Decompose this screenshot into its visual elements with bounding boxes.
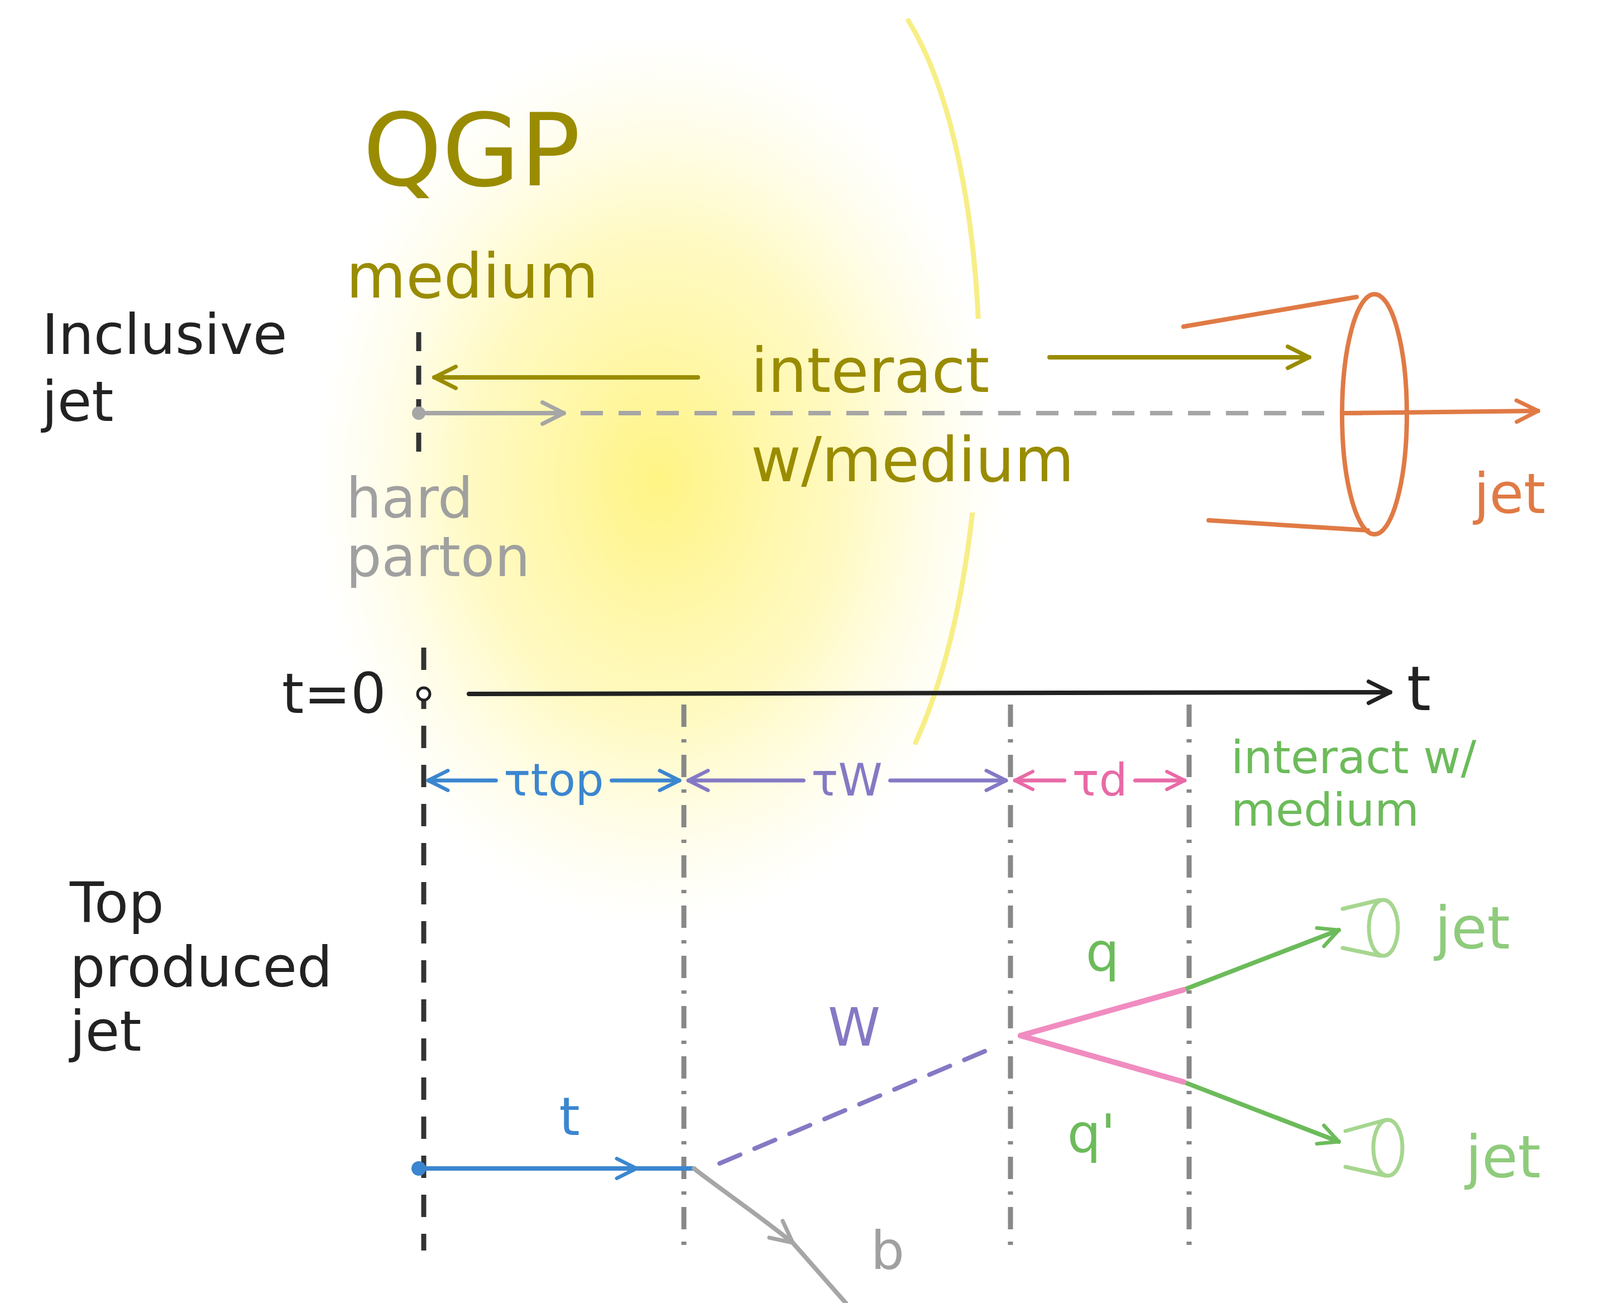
time-axis xyxy=(468,692,1391,694)
jet-cone xyxy=(1368,899,1398,956)
region-label: QGP xyxy=(362,100,581,201)
jet-label: jet xyxy=(1465,1122,1541,1193)
interval-label: τW xyxy=(811,753,883,808)
axis-origin-label: t=0 xyxy=(281,660,387,728)
particle-label: W xyxy=(827,995,881,1060)
quark-line xyxy=(1183,930,1339,990)
time-marker xyxy=(1186,704,1192,1251)
jet-cone xyxy=(1345,1166,1386,1176)
particle-label: b xyxy=(870,1218,905,1283)
jet-arrow xyxy=(1345,410,1539,414)
interaction-label: interact w/ medium xyxy=(1230,731,1499,837)
particle-label: q xyxy=(1085,920,1120,984)
b-quark-line xyxy=(693,1168,793,1243)
interval-arrow xyxy=(688,778,804,783)
interval-arrow xyxy=(611,778,680,783)
w-boson-line xyxy=(719,1051,985,1164)
row-label: Inclusive jet xyxy=(41,301,305,436)
interval-arrow xyxy=(1134,778,1185,783)
interval-label: τtop xyxy=(503,753,604,808)
jet-cone xyxy=(1183,296,1357,327)
start-line xyxy=(416,332,422,461)
time-marker xyxy=(421,647,427,1251)
interval-label: τd xyxy=(1072,753,1128,808)
time-marker xyxy=(1008,704,1014,1251)
jet-cone xyxy=(1208,520,1368,531)
top-arrow xyxy=(425,1166,637,1171)
parton-arrow xyxy=(425,410,564,416)
particle-label: q' xyxy=(1067,1101,1116,1166)
quark-line xyxy=(1183,1081,1339,1142)
interaction-arrow xyxy=(1049,355,1310,360)
particle-label: t xyxy=(558,1084,580,1149)
axis-label: t xyxy=(1406,652,1431,726)
jet-label: jet xyxy=(1473,460,1546,528)
quark-line-formation xyxy=(1020,1035,1184,1082)
interval-arrow xyxy=(890,778,1007,783)
interaction-label: interact w/medium xyxy=(750,326,1109,505)
time-origin xyxy=(417,687,430,701)
parton-label: hard parton xyxy=(346,468,570,587)
interaction-arrow xyxy=(434,375,698,380)
region-label: medium xyxy=(346,245,599,308)
parton-path xyxy=(580,410,1363,416)
b-quark-line xyxy=(792,1242,846,1303)
quark-line-formation xyxy=(1020,989,1184,1036)
jet-cone xyxy=(1373,1119,1403,1176)
interval-arrow xyxy=(1014,778,1065,783)
interval-arrow xyxy=(428,778,496,783)
top-arrow xyxy=(636,1166,694,1171)
jet-cone xyxy=(1342,899,1381,909)
jet-cone xyxy=(1345,1119,1386,1132)
jet-cone xyxy=(1342,947,1381,956)
jet-label: jet xyxy=(1434,893,1511,964)
row-label: Top produced jet xyxy=(69,870,338,1064)
